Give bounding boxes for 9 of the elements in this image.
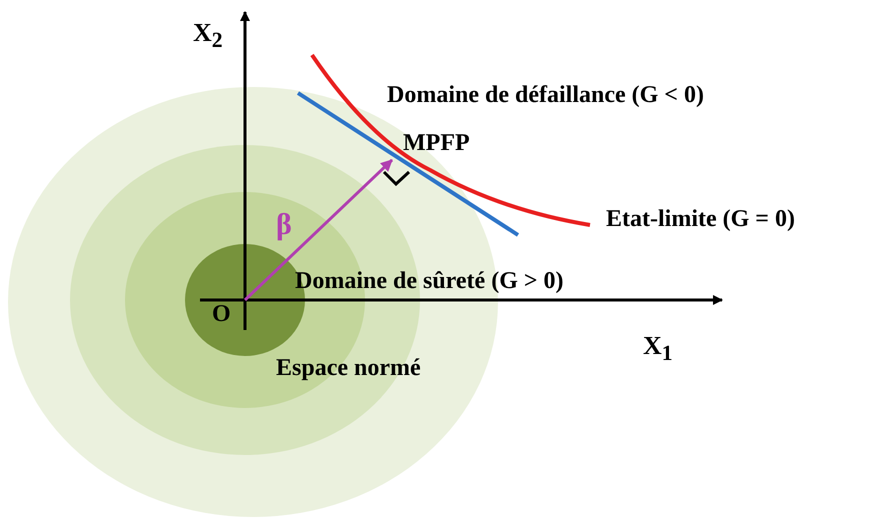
axis-label: X$_{1}$ [643, 333, 673, 365]
axis-label: X$_{2}$ [193, 20, 223, 52]
origin-label: O [212, 302, 231, 326]
region-label: Espace normé [276, 356, 421, 380]
region-label: Domaine de sûreté (G > 0) [295, 269, 564, 293]
curve-label: Etat-limite (G = 0) [606, 207, 795, 231]
region-label: Domaine de défaillance (G < 0) [387, 83, 704, 107]
symbol-label: β [276, 210, 292, 240]
point-label: MPFP [403, 131, 470, 155]
